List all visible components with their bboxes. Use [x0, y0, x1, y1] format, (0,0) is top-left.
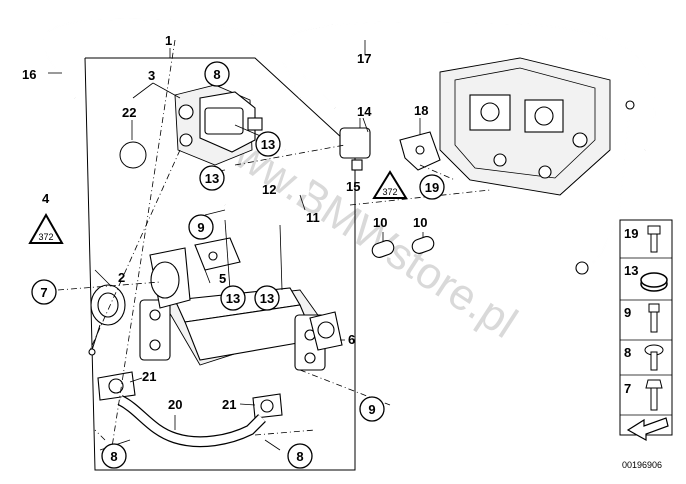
dash-lines — [57, 39, 491, 461]
callout-13-c: 13 — [220, 285, 246, 311]
circled-callouts: 8 13 13 9 7 13 13 19 — [31, 61, 445, 469]
flange-screw-icon — [644, 344, 664, 371]
callout-6: 6 — [348, 332, 355, 347]
svg-text:7: 7 — [40, 285, 47, 300]
callout-13-b: 13 — [199, 165, 225, 191]
warning-label: 372 — [382, 187, 397, 197]
sensor-14 — [339, 118, 371, 171]
callout-22: 22 — [122, 105, 136, 120]
bracket — [194, 237, 241, 271]
callout-numbers: 1 2 3 4 5 6 10 10 11 12 14 15 16 17 18 2… — [22, 33, 428, 412]
legend-item-7: 7 — [624, 379, 663, 411]
svg-text:13: 13 — [226, 291, 240, 306]
svg-text:8: 8 — [213, 67, 220, 82]
callout-17: 17 — [357, 51, 371, 66]
hose-16 — [42, 18, 301, 99]
svg-text:7: 7 — [624, 381, 631, 396]
callout-1: 1 — [165, 33, 172, 48]
svg-text:8: 8 — [296, 449, 303, 464]
actuator — [88, 284, 126, 356]
svg-text:8: 8 — [624, 345, 631, 360]
callout-12: 12 — [262, 182, 276, 197]
warning-triangle-4: 372 — [28, 212, 64, 244]
assembly-frame — [84, 57, 356, 471]
callout-3: 3 — [148, 68, 155, 83]
hex-bolt-icon — [645, 379, 663, 411]
callout-4: 4 — [42, 191, 50, 206]
sleeves-10 — [371, 236, 435, 258]
callout-10b: 10 — [413, 215, 427, 230]
svg-text:13: 13 — [205, 171, 219, 186]
callout-13-a: 13 — [255, 131, 281, 157]
egr-valve — [174, 84, 263, 166]
callout-16: 16 — [22, 67, 36, 82]
callout-8-top: 8 — [204, 61, 230, 87]
gasket-6 — [309, 311, 343, 351]
callout-18: 18 — [414, 103, 428, 118]
legend-item-9: 9 — [624, 303, 660, 333]
svg-text:19: 19 — [425, 180, 439, 195]
engine-block — [439, 57, 611, 196]
legend-item-13: 13 — [624, 263, 668, 292]
svg-text:13: 13 — [260, 291, 274, 306]
bolt-icon — [647, 225, 661, 253]
svg-text:19: 19 — [624, 226, 638, 241]
callout-15: 15 — [346, 179, 360, 194]
callout-8-left: 8 — [101, 443, 127, 469]
callout-21a: 21 — [142, 369, 156, 384]
callout-5: 5 — [219, 271, 226, 286]
warning-triangle-15: 372 — [372, 170, 408, 199]
svg-text:13: 13 — [624, 263, 638, 278]
callout-2: 2 — [118, 270, 125, 285]
arrow-icon — [626, 417, 669, 442]
fastener-legend: 19 13 9 8 — [619, 219, 673, 442]
callout-9-low: 9 — [359, 396, 385, 422]
svg-text:9: 9 — [368, 402, 375, 417]
callout-11: 11 — [306, 210, 320, 225]
svg-text:13: 13 — [261, 137, 275, 152]
svg-text:9: 9 — [197, 220, 204, 235]
legend-item-8: 8 — [624, 344, 664, 371]
callout-13-d: 13 — [254, 285, 280, 311]
callout-7: 7 — [31, 279, 57, 305]
screw-icon — [648, 303, 660, 333]
callout-14: 14 — [357, 104, 372, 119]
svg-text:8: 8 — [110, 449, 117, 464]
callout-21b: 21 — [222, 397, 236, 412]
callout-20: 20 — [168, 397, 182, 412]
callout-19: 19 — [419, 174, 445, 200]
svg-text:9: 9 — [624, 305, 631, 320]
hose-clamp-icon — [640, 272, 668, 292]
warning-label: 372 — [38, 232, 53, 242]
callout-10a: 10 — [373, 215, 387, 230]
legend-item-19: 19 — [624, 225, 661, 253]
seal-ring — [119, 141, 147, 169]
callout-9-mid: 9 — [188, 214, 214, 240]
callout-8-right: 8 — [287, 443, 313, 469]
diagram-id: 00196906 — [622, 460, 662, 470]
